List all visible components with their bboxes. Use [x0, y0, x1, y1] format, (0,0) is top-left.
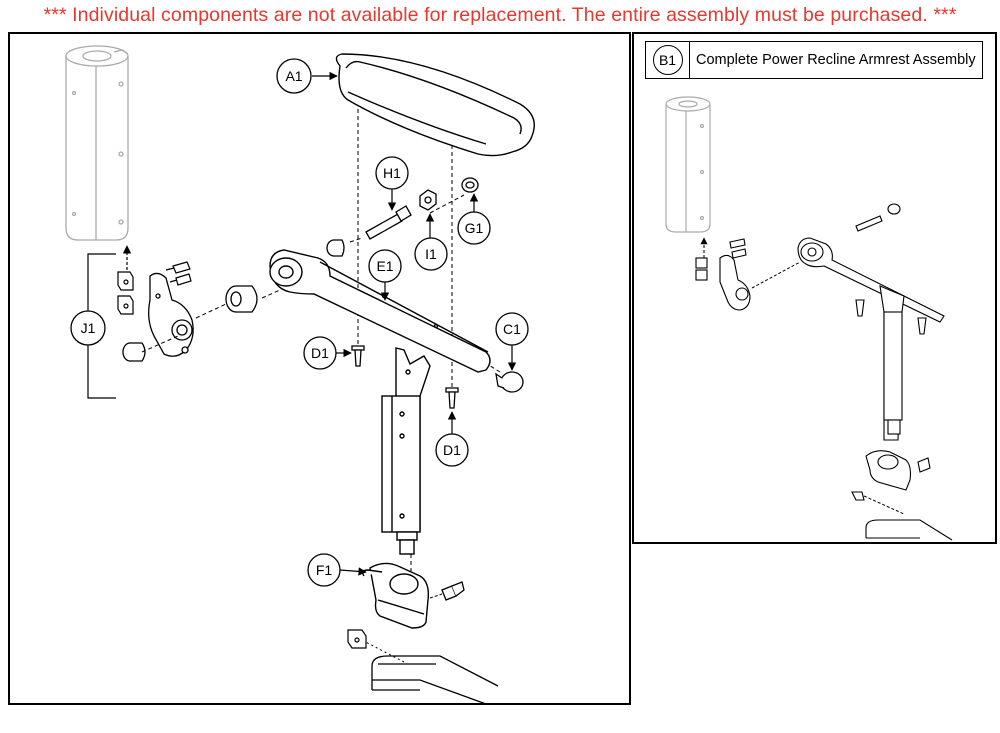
callout-a1: A1: [285, 68, 302, 84]
callout-j1: J1: [81, 320, 96, 336]
callout-h1: H1: [383, 165, 401, 181]
callout-c1: C1: [503, 321, 521, 337]
assembly-legend: B1 Complete Power Recline Armrest Assemb…: [645, 41, 983, 79]
height-post: [381, 347, 431, 555]
callout-g1: G1: [465, 220, 484, 236]
assembled-view-frame: [632, 32, 997, 544]
armrest-pad: [335, 53, 535, 157]
armrest-upright: [65, 45, 129, 241]
callout-b1: B1: [652, 45, 683, 75]
screw-right: [445, 387, 459, 409]
washer: [461, 177, 479, 193]
screw-pair: [165, 261, 192, 286]
callout-d1-right: D1: [443, 442, 461, 458]
callout-d1-left: D1: [311, 345, 329, 361]
recline-bracket: [148, 272, 194, 357]
hex-nut: [419, 189, 437, 211]
end-cap: [495, 371, 524, 393]
screw-left: [351, 345, 365, 367]
square-nut-set: [117, 271, 134, 315]
legend-description: Complete Power Recline Armrest Assembly: [696, 52, 976, 68]
callout-i1: I1: [425, 246, 437, 262]
bushing-left: [122, 342, 146, 362]
callout-e1: E1: [376, 258, 393, 274]
callout-f1: F1: [316, 562, 333, 578]
shoulder-bolt: [365, 205, 412, 240]
receiver-clamp: [361, 562, 430, 629]
spacer-bushing: [225, 285, 258, 313]
assembly-notice: *** Individual components are not availa…: [43, 4, 957, 26]
square-nut: [347, 629, 367, 649]
clamp-bolt: [441, 581, 465, 601]
armrest-tube: [269, 249, 491, 373]
tube-bushing: [326, 239, 345, 257]
legend-callout-cell: B1: [646, 42, 690, 78]
seat-rail: [371, 655, 499, 705]
assembled-armrest-view: [665, 96, 953, 541]
